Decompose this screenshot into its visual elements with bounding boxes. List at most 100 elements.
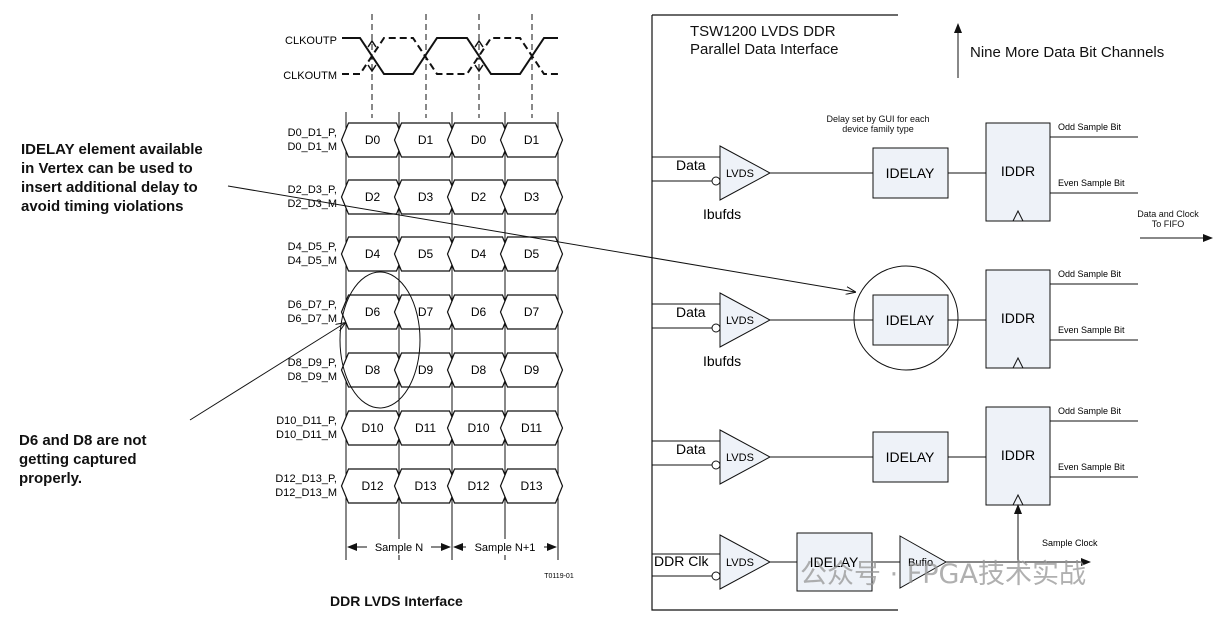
clock-input-triangle bbox=[1012, 493, 1024, 506]
sample-n-label-bg bbox=[367, 539, 431, 555]
pair-label-p: D2_D3_P, bbox=[288, 184, 337, 196]
ddr-clk-label: DDR Clk bbox=[654, 553, 709, 569]
data-eye-label: D3 bbox=[418, 190, 434, 204]
data-eye-label: D0 bbox=[471, 133, 487, 147]
data-eye-label: D11 bbox=[521, 421, 542, 435]
data-eye bbox=[499, 410, 564, 446]
data-eye-label: D2 bbox=[471, 190, 487, 204]
data-eye-label: D12 bbox=[467, 479, 489, 493]
lvds-label: LVDS bbox=[726, 315, 754, 327]
data-eye-label: D2 bbox=[365, 190, 381, 204]
pair-label-p: D10_D11_P, bbox=[276, 415, 337, 427]
clk-lvds-buffer bbox=[719, 534, 772, 590]
data-eye-label: D10 bbox=[361, 421, 383, 435]
bufio-label: Bufio bbox=[908, 557, 933, 569]
inverting-bubble bbox=[711, 323, 721, 333]
data-eye bbox=[499, 122, 564, 158]
clk-idelay-block bbox=[796, 532, 873, 592]
odd-sample-label: Odd Sample Bit bbox=[1058, 406, 1122, 416]
clkoutm-waveform bbox=[342, 37, 558, 75]
sample-n1-label-bg bbox=[466, 539, 544, 555]
watermark: 公众号 · FPGA技术实战 bbox=[800, 559, 1086, 590]
odd-sample-label: Odd Sample Bit bbox=[1058, 269, 1122, 279]
iddr-block bbox=[985, 269, 1051, 369]
capture-problem-annotation: D6 and D8 are not getting captured prope… bbox=[19, 432, 147, 487]
ibufds-label: Ibufds bbox=[703, 206, 741, 222]
pair-label-p: D4_D5_P, bbox=[288, 241, 337, 253]
delay-note: Delay set by GUI for each device family … bbox=[826, 114, 930, 134]
lvds-buffer bbox=[719, 429, 772, 485]
iddr-label: IDDR bbox=[1001, 447, 1035, 463]
lvds-buffer bbox=[719, 145, 772, 201]
idelay-pointer-arrow bbox=[227, 185, 855, 292]
data-eye bbox=[499, 468, 564, 504]
pair-label-m: D6_D7_M bbox=[287, 313, 337, 325]
data-eye-label: D3 bbox=[524, 190, 540, 204]
timing-caption: DDR LVDS Interface bbox=[330, 593, 463, 609]
ibufds-label: Ibufds bbox=[703, 353, 741, 369]
data-eye-label: D1 bbox=[418, 133, 434, 147]
clk-idelay-label: IDELAY bbox=[810, 554, 859, 570]
data-eye-label: D9 bbox=[418, 363, 434, 377]
inverting-bubble bbox=[711, 176, 721, 186]
data-eye-label: D7 bbox=[418, 305, 434, 319]
lvds-buffer bbox=[719, 292, 772, 348]
data-eye-label: D5 bbox=[418, 247, 434, 261]
clock-edge-arrow bbox=[367, 39, 377, 48]
data-input-label: Data bbox=[676, 157, 706, 173]
data-eye-label: D7 bbox=[524, 305, 540, 319]
data-eye-label: D1 bbox=[524, 133, 540, 147]
figure-id: T0119-01 bbox=[544, 573, 574, 580]
even-sample-label: Even Sample Bit bbox=[1058, 325, 1125, 335]
iddr-block bbox=[985, 122, 1051, 222]
clock-edge-arrow bbox=[367, 64, 377, 73]
data-eye-label: D8 bbox=[365, 363, 381, 377]
iddr-label: IDDR bbox=[1001, 163, 1035, 179]
clock-edge-arrow bbox=[474, 39, 484, 48]
data-eye bbox=[499, 236, 564, 272]
clk-inverting-bubble bbox=[711, 571, 721, 581]
pair-label-m: D2_D3_M bbox=[287, 198, 337, 210]
data-eye-label: D12 bbox=[361, 479, 383, 493]
clk-lvds-label: LVDS bbox=[726, 557, 754, 569]
sample-clock-label: Sample Clock bbox=[1042, 538, 1098, 548]
clock-edge-arrow bbox=[474, 64, 484, 73]
capture-pointer-arrow bbox=[189, 323, 345, 421]
problem-ellipse bbox=[339, 271, 421, 409]
data-eye-label: D6 bbox=[471, 305, 487, 319]
data-eye-label: D4 bbox=[471, 247, 487, 261]
even-sample-label: Even Sample Bit bbox=[1058, 462, 1125, 472]
bufio-buffer bbox=[899, 535, 948, 589]
pair-label-m: D0_D1_M bbox=[287, 141, 337, 153]
more-channels-label: Nine More Data Bit Channels bbox=[970, 44, 1165, 61]
pair-label-p: D12_D13_P, bbox=[275, 473, 337, 485]
data-clock-note: Data and Clock To FIFO bbox=[1137, 209, 1199, 229]
idelay-label: IDELAY bbox=[886, 312, 935, 328]
idelay-label: IDELAY bbox=[886, 449, 935, 465]
odd-sample-label: Odd Sample Bit bbox=[1058, 122, 1122, 132]
lvds-label: LVDS bbox=[726, 452, 754, 464]
data-input-label: Data bbox=[676, 441, 706, 457]
pair-label-p: D6_D7_P, bbox=[288, 299, 337, 311]
fpga-title: TSW1200 LVDS DDR Parallel Data Interface bbox=[690, 23, 839, 58]
pair-label-p: D0_D1_P, bbox=[288, 127, 337, 139]
data-eye-label: D4 bbox=[365, 247, 381, 261]
inverting-bubble bbox=[711, 460, 721, 470]
data-eye bbox=[499, 179, 564, 215]
data-input-label: Data bbox=[676, 304, 706, 320]
data-eye bbox=[499, 294, 564, 330]
idelay-annotation: IDELAY element available in Vertex can b… bbox=[21, 141, 203, 215]
sample-n1-label: Sample N+1 bbox=[475, 542, 536, 554]
pair-label-m: D4_D5_M bbox=[287, 255, 337, 267]
idelay-block bbox=[872, 294, 949, 346]
iddr-label: IDDR bbox=[1001, 310, 1035, 326]
clock-input-triangle bbox=[1012, 356, 1024, 369]
iddr-block bbox=[985, 406, 1051, 506]
pair-label-m: D12_D13_M bbox=[275, 487, 337, 499]
pair-label-p: D8_D9_P, bbox=[288, 357, 337, 369]
pair-label-m: D10_D11_M bbox=[276, 429, 337, 441]
lvds-label: LVDS bbox=[726, 168, 754, 180]
data-eye-label: D9 bbox=[524, 363, 540, 377]
clock-input-triangle bbox=[1012, 209, 1024, 222]
